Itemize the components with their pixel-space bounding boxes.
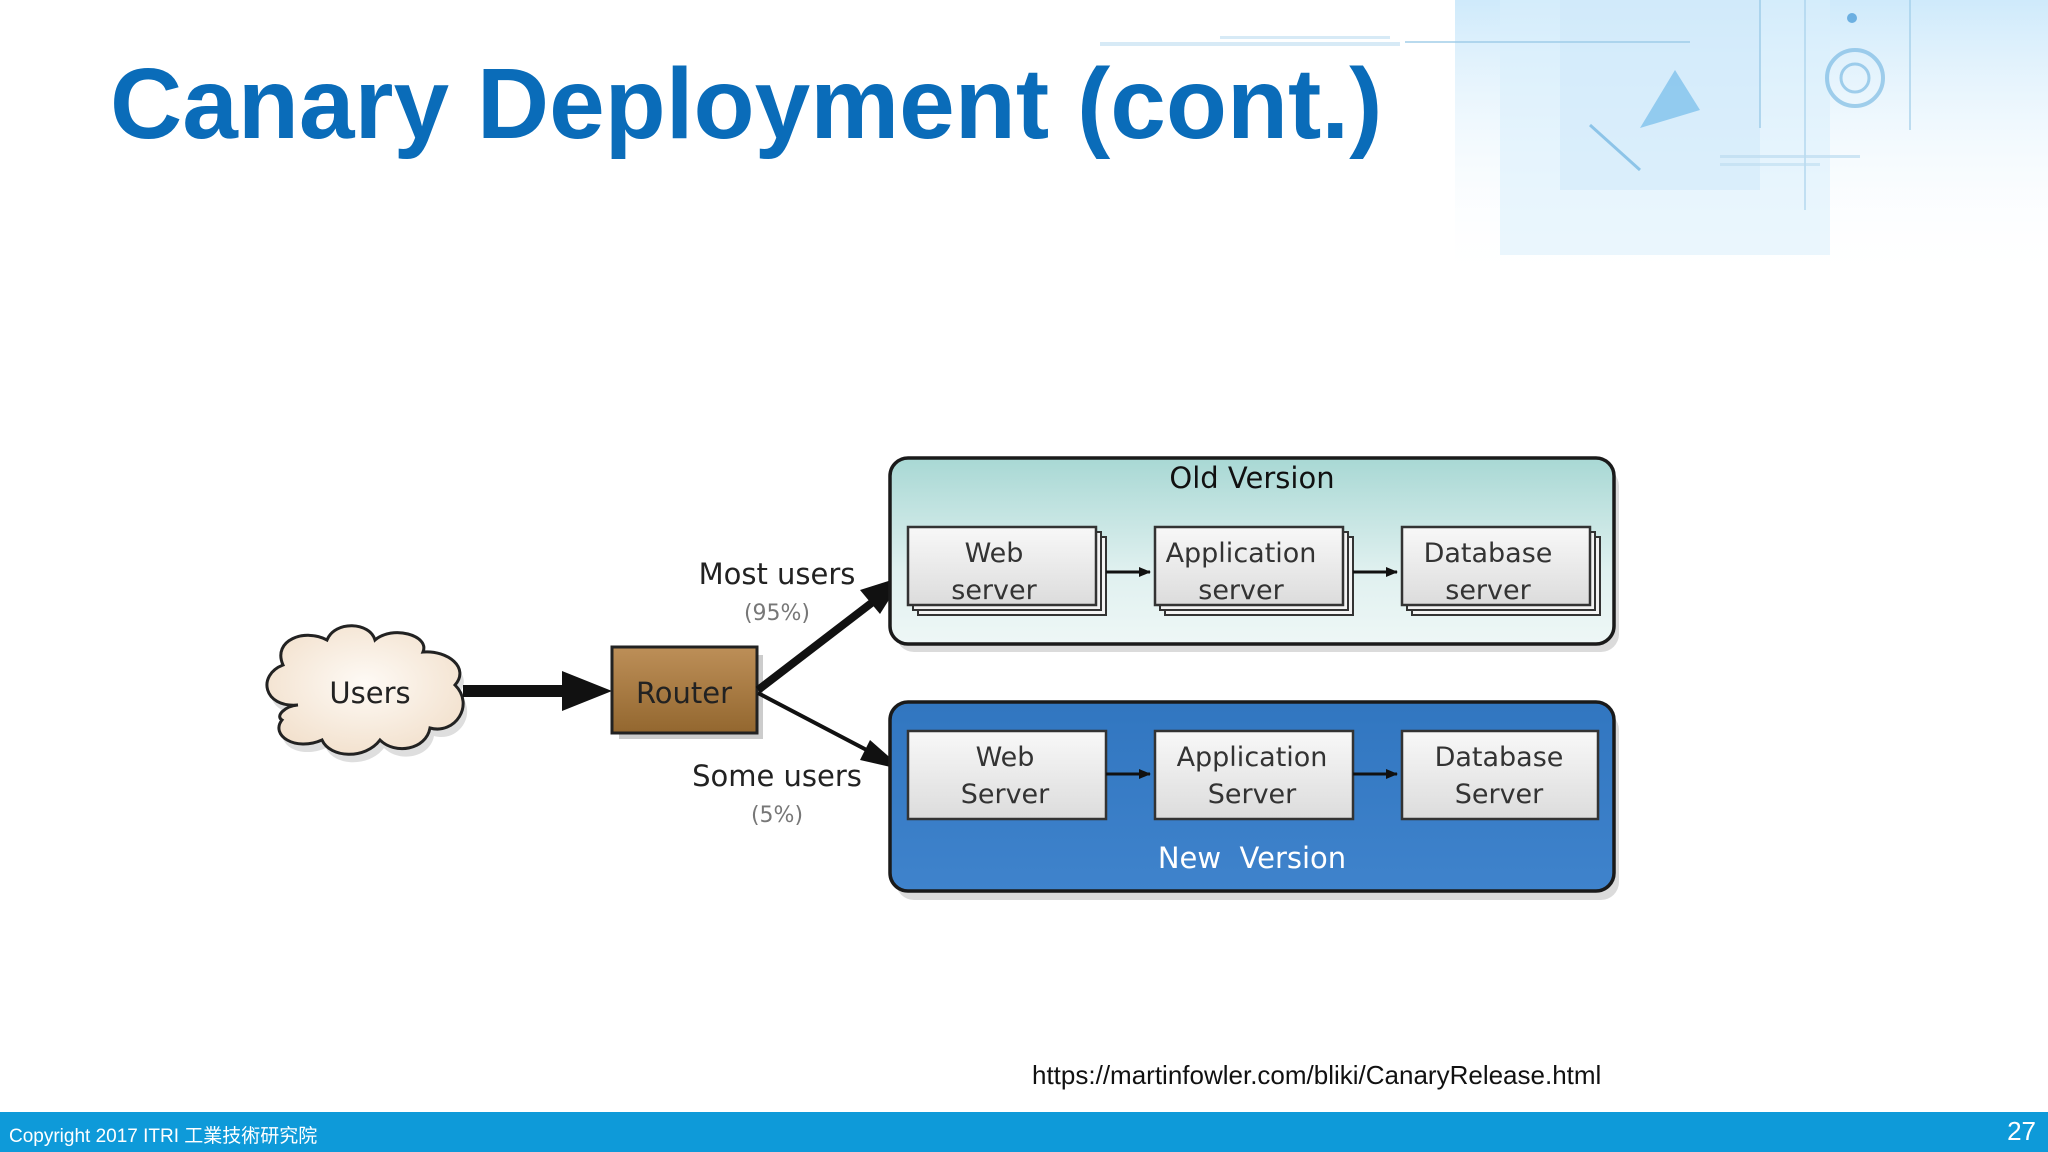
users-cloud: Users <box>265 624 468 763</box>
some-users-label: Some users <box>692 759 862 793</box>
footer-bar: Copyright 2017 ITRI 工業技術研究院 27 <box>0 1112 2048 1152</box>
old-application-server: Application server <box>1153 525 1354 616</box>
new-app-server-line2: Server <box>1208 779 1297 810</box>
most-users-percent: (95%) <box>744 601 810 626</box>
router-box: Router <box>610 645 763 739</box>
new-web-server: Web Server <box>906 729 1108 821</box>
slide-title: Canary Deployment (cont.) <box>110 48 1383 160</box>
new-db-server-line1: Database <box>1435 742 1564 773</box>
old-db-server-line1: Database <box>1424 538 1553 569</box>
new-app-server-line1: Application <box>1177 742 1328 773</box>
new-web-server-line2: Server <box>961 779 1050 810</box>
old-web-server-line1: Web <box>965 538 1024 569</box>
copyright-text: Copyright 2017 ITRI 工業技術研究院 <box>9 1126 318 1147</box>
old-app-server-line1: Application <box>1166 538 1317 569</box>
old-version-title: Old Version <box>1169 461 1334 495</box>
old-db-server-line2: server <box>1445 575 1531 606</box>
new-web-server-line1: Web <box>976 742 1035 773</box>
source-url-link[interactable]: https://martinfowler.com/bliki/CanaryRel… <box>1032 1060 1602 1090</box>
new-database-server: Database Server <box>1400 729 1600 821</box>
users-label: Users <box>329 676 410 710</box>
old-app-server-line2: server <box>1198 575 1284 606</box>
new-version-group: Web Server Application Server Database S… <box>888 700 1619 900</box>
users-to-router-arrowhead <box>562 671 612 711</box>
old-web-server: Web server <box>906 525 1107 616</box>
new-version-title: New Version <box>1158 841 1346 875</box>
new-application-server: Application Server <box>1153 729 1355 821</box>
router-to-new-arrow <box>757 691 881 759</box>
most-users-label: Most users <box>699 557 856 591</box>
router-to-old-arrow <box>755 594 881 694</box>
old-version-group: Old Version Web server Application serve… <box>888 456 1619 652</box>
page-number: 27 <box>2007 1116 2036 1146</box>
new-db-server-line2: Server <box>1455 779 1544 810</box>
some-users-percent: (5%) <box>751 803 803 828</box>
router-label: Router <box>636 676 732 710</box>
old-web-server-line2: server <box>951 575 1037 606</box>
old-database-server: Database server <box>1400 525 1601 616</box>
